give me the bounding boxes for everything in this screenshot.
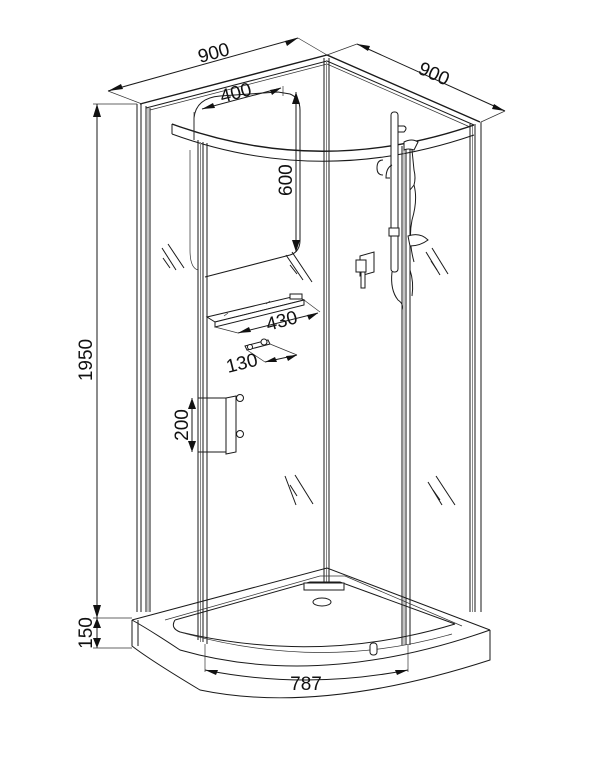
mixer-tap: [355, 251, 375, 289]
shower-tray: [131, 567, 491, 699]
dim-width-left: 900: [107, 37, 328, 105]
dim-width-right-label: 900: [415, 58, 453, 90]
dim-seat-height: 200: [172, 398, 196, 452]
dim-width-left-label: 900: [196, 39, 232, 67]
left-panel-frame: [136, 104, 151, 612]
back-corner-post: [323, 58, 330, 588]
door-top-rail: [171, 123, 475, 162]
towel-holder: [244, 338, 271, 351]
dim-holder-width: 130: [224, 343, 298, 378]
dim-door-opening: 787: [204, 644, 409, 695]
dim-width-right: 900: [326, 43, 506, 123]
dim-mirror-height: 600: [276, 92, 300, 252]
dim-tray-height: 150: [76, 617, 132, 649]
right-panel-frame: [469, 122, 482, 612]
dim-mirror-width-label: 400: [218, 79, 254, 107]
folding-seat: [198, 394, 244, 455]
dim-door-opening-label: 787: [290, 674, 322, 695]
dim-tray-height-label: 150: [76, 617, 97, 649]
dim-cabin-height-label: 1950: [76, 339, 97, 381]
right-sliding-door: [401, 144, 411, 645]
dim-mirror-height-label: 600: [276, 164, 297, 196]
dim-mirror-width: 400: [193, 79, 284, 140]
shower-rail: [376, 111, 407, 311]
left-sliding-door: [197, 140, 208, 644]
glass-reflection-marks: [161, 243, 456, 506]
dim-holder-width-label: 130: [224, 350, 260, 378]
hand-shower: [403, 139, 429, 297]
dim-cabin-height: 1950: [76, 103, 137, 619]
dim-seat-height-label: 200: [172, 409, 193, 441]
